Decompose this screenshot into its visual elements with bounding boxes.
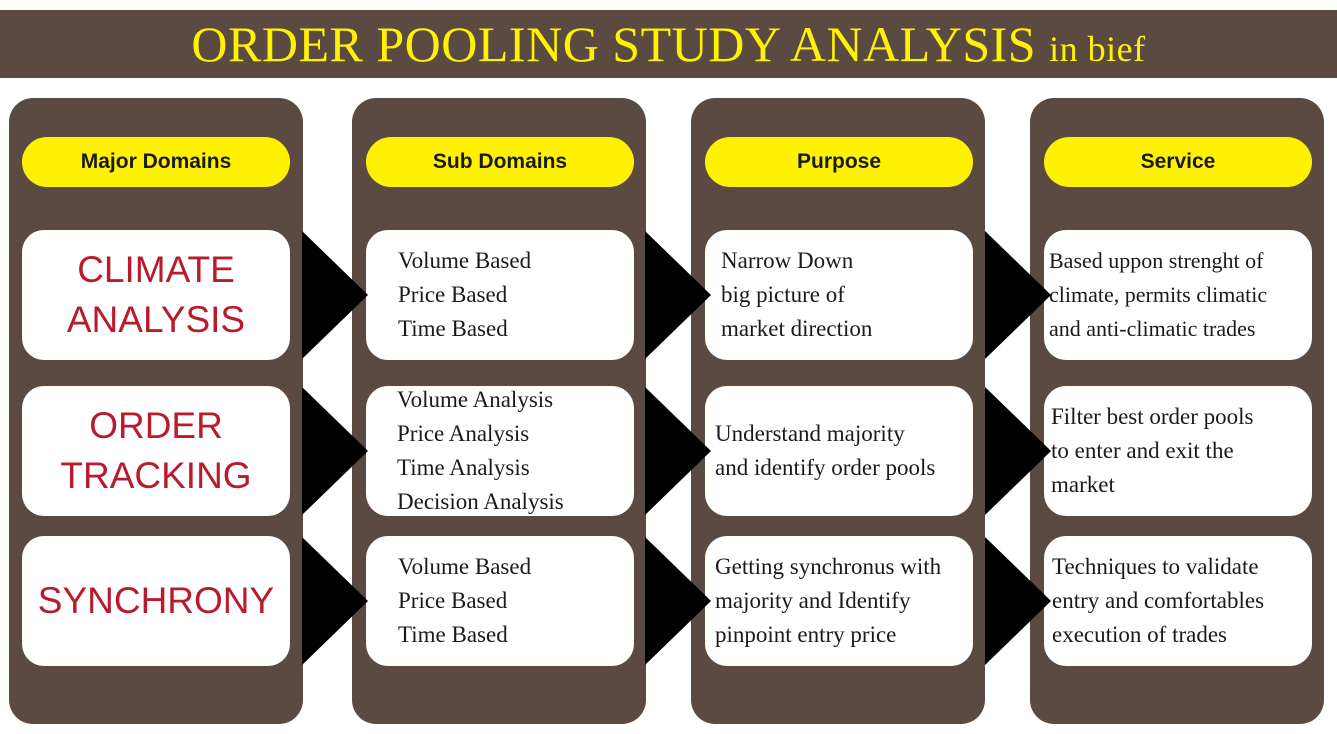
domain-card-climate-analysis: CLIMATE ANALYSIS xyxy=(22,230,290,360)
service-text: market xyxy=(1051,472,1115,497)
sub-text: Price Analysis xyxy=(397,421,530,446)
purpose-text: Getting synchronus with xyxy=(715,554,942,579)
title-bar: ORDER POOLING STUDY ANALYSIS in bief xyxy=(0,10,1337,78)
sub-card-climate: Volume Based Price Based Time Based xyxy=(366,230,634,360)
arrow-right-icon xyxy=(302,537,368,665)
purpose-card-synchrony: Getting synchronus with majority and Ide… xyxy=(705,536,973,666)
sub-card-order-tracking: Volume Analysis Price Analysis Time Anal… xyxy=(366,386,634,516)
service-text: climate, permits climatic xyxy=(1049,282,1268,307)
header-purpose: Purpose xyxy=(705,137,973,187)
domain-card-synchrony: SYNCHRONY xyxy=(22,536,290,666)
domain-text: ANALYSIS xyxy=(66,299,246,340)
purpose-text: big picture of xyxy=(721,282,845,307)
service-card-synchrony: Techniques to validate entry and comfort… xyxy=(1044,536,1312,666)
service-text: execution of trades xyxy=(1052,622,1227,647)
arrow-right-icon xyxy=(645,537,711,665)
diagram-title-suffix: in bief xyxy=(1049,29,1146,69)
arrow-right-icon xyxy=(302,387,368,515)
purpose-text: Narrow Down xyxy=(721,248,854,273)
purpose-text: market direction xyxy=(721,316,873,341)
service-card-order-tracking: Filter best order pools to enter and exi… xyxy=(1044,386,1312,516)
arrow-right-icon xyxy=(302,231,368,359)
header-service: Service xyxy=(1044,137,1312,187)
sub-text: Time Based xyxy=(398,316,508,341)
sub-text: Volume Analysis xyxy=(397,387,554,412)
sub-text: Volume Based xyxy=(398,248,532,273)
sub-card-synchrony: Volume Based Price Based Time Based xyxy=(366,536,634,666)
arrow-right-icon xyxy=(645,231,711,359)
domain-text: CLIMATE xyxy=(77,249,235,290)
domain-text: TRACKING xyxy=(60,455,252,496)
service-text: Techniques to validate xyxy=(1052,554,1259,579)
purpose-text: pinpoint entry price xyxy=(715,622,897,647)
arrow-right-icon xyxy=(645,387,711,515)
sub-text: Time Analysis xyxy=(397,455,530,480)
service-text: and anti-climatic trades xyxy=(1049,316,1256,341)
header-major-domains: Major Domains xyxy=(22,137,290,187)
sub-text: Price Based xyxy=(398,588,508,613)
service-text: Based uppon strenght of xyxy=(1049,248,1264,273)
domain-text: ORDER xyxy=(89,405,223,446)
domain-text: SYNCHRONY xyxy=(37,580,275,621)
sub-text: Time Based xyxy=(398,622,508,647)
arrow-right-icon xyxy=(985,537,1051,665)
service-text: Filter best order pools xyxy=(1051,404,1254,429)
purpose-text: majority and Identify xyxy=(715,588,911,613)
purpose-card-order-tracking: Understand majority and identify order p… xyxy=(705,386,973,516)
sub-text: Price Based xyxy=(398,282,508,307)
header-sub-domains: Sub Domains xyxy=(366,137,634,187)
diagram-title: ORDER POOLING STUDY ANALYSIS in bief xyxy=(191,16,1146,72)
arrow-right-icon xyxy=(985,231,1051,359)
purpose-text: Understand majority xyxy=(715,421,905,446)
purpose-card-climate: Narrow Down big picture of market direct… xyxy=(705,230,973,360)
sub-text: Volume Based xyxy=(398,554,532,579)
service-text: to enter and exit the xyxy=(1051,438,1234,463)
service-text: entry and comfortables xyxy=(1052,588,1265,613)
arrow-right-icon xyxy=(985,387,1051,515)
service-card-climate: Based uppon strenght of climate, permits… xyxy=(1044,230,1312,360)
purpose-text: and identify order pools xyxy=(715,455,936,480)
domain-card-order-tracking: ORDER TRACKING xyxy=(22,386,290,516)
sub-text: Decision Analysis xyxy=(397,489,564,514)
